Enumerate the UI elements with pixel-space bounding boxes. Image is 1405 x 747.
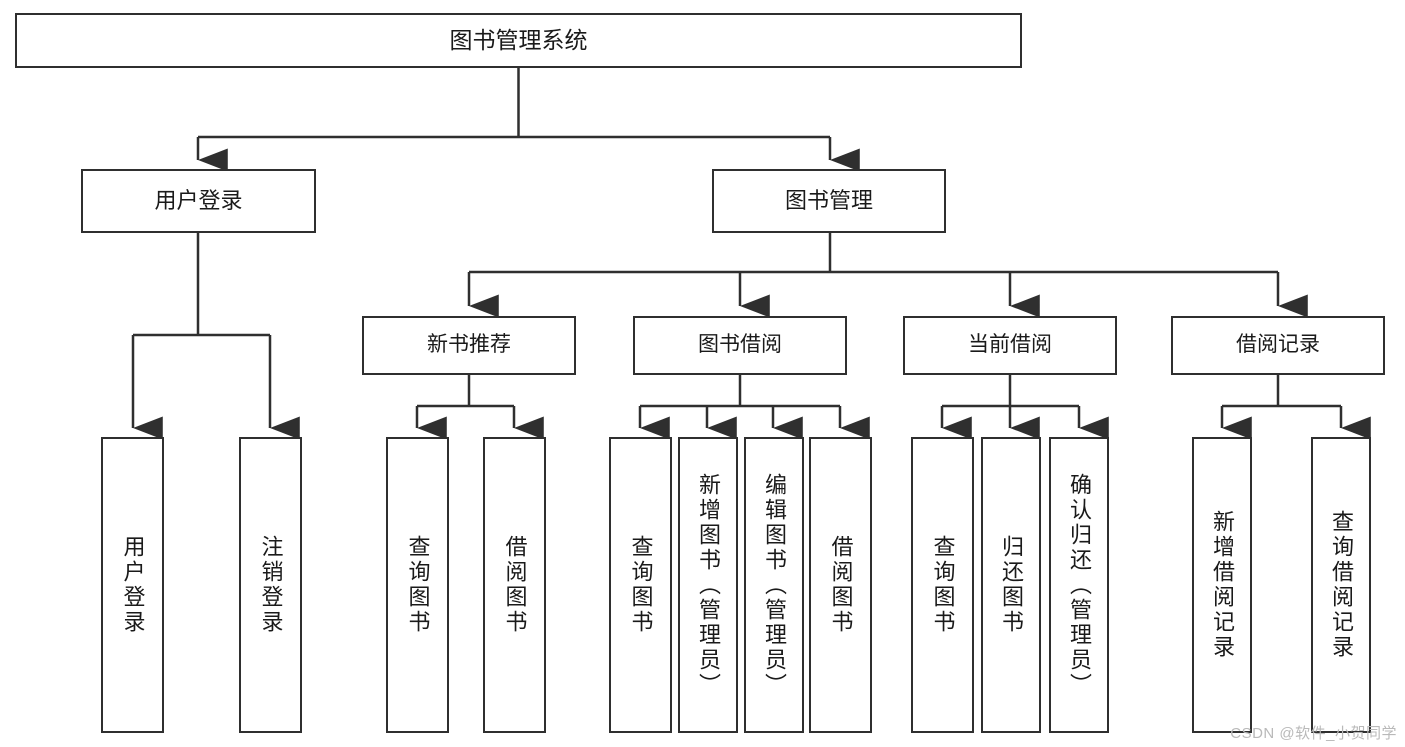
- leaf-add-book-label: 新增图书（管理员）: [696, 472, 721, 698]
- node-user-login[interactable]: 用户登录: [81, 169, 316, 233]
- node-borrow-record[interactable]: 借阅记录: [1171, 316, 1385, 375]
- leaf-add-book[interactable]: 新增图书（管理员）: [678, 437, 738, 733]
- watermark-text: CSDN @软件_小贺同学: [1230, 725, 1397, 742]
- leaf-query-borrow-record[interactable]: 查询借阅记录: [1311, 437, 1371, 733]
- leaf-user-logout-label: 注销登录: [258, 535, 284, 635]
- leaf-query-book-new[interactable]: 查询图书: [386, 437, 449, 733]
- leaf-borrow-book-new[interactable]: 借阅图书: [483, 437, 546, 733]
- node-new-book-recommendation-label: 新书推荐: [427, 333, 511, 357]
- leaf-borrow-book-new-label: 借阅图书: [502, 535, 528, 635]
- leaf-confirm-return-label: 确认归还（管理员）: [1067, 472, 1092, 698]
- leaf-query-borrow-record-label: 查询借阅记录: [1329, 510, 1354, 660]
- node-current-borrow[interactable]: 当前借阅: [903, 316, 1117, 375]
- leaf-add-borrow-record[interactable]: 新增借阅记录: [1192, 437, 1252, 733]
- leaf-add-borrow-record-label: 新增借阅记录: [1210, 510, 1235, 660]
- node-book-borrow[interactable]: 图书借阅: [633, 316, 847, 375]
- leaf-confirm-return[interactable]: 确认归还（管理员）: [1049, 437, 1109, 733]
- leaf-return-book[interactable]: 归还图书: [981, 437, 1041, 733]
- node-new-book-recommendation[interactable]: 新书推荐: [362, 316, 576, 375]
- leaf-query-book-current-label: 查询图书: [930, 535, 956, 635]
- node-user-login-label: 用户登录: [154, 188, 243, 214]
- leaf-query-book-borrow-label: 查询图书: [628, 535, 654, 635]
- leaf-edit-book[interactable]: 编辑图书（管理员）: [744, 437, 804, 733]
- leaf-borrow-book-label: 借阅图书: [828, 535, 854, 635]
- leaf-user-login[interactable]: 用户登录: [101, 437, 164, 733]
- leaf-query-book-borrow[interactable]: 查询图书: [609, 437, 672, 733]
- node-root[interactable]: 图书管理系统: [15, 13, 1022, 68]
- leaf-user-login-label: 用户登录: [120, 535, 146, 635]
- node-book-borrow-label: 图书借阅: [698, 333, 782, 357]
- node-current-borrow-label: 当前借阅: [968, 333, 1052, 357]
- leaf-borrow-book[interactable]: 借阅图书: [809, 437, 872, 733]
- leaf-edit-book-label: 编辑图书（管理员）: [762, 472, 787, 698]
- leaf-return-book-label: 归还图书: [999, 535, 1024, 635]
- node-borrow-record-label: 借阅记录: [1236, 333, 1320, 357]
- node-root-label: 图书管理系统: [449, 26, 588, 53]
- node-book-management-label: 图书管理: [784, 188, 873, 214]
- leaf-user-logout[interactable]: 注销登录: [239, 437, 302, 733]
- node-book-management[interactable]: 图书管理: [712, 169, 946, 233]
- leaf-query-book-current[interactable]: 查询图书: [911, 437, 974, 733]
- leaf-query-book-new-label: 查询图书: [405, 535, 431, 635]
